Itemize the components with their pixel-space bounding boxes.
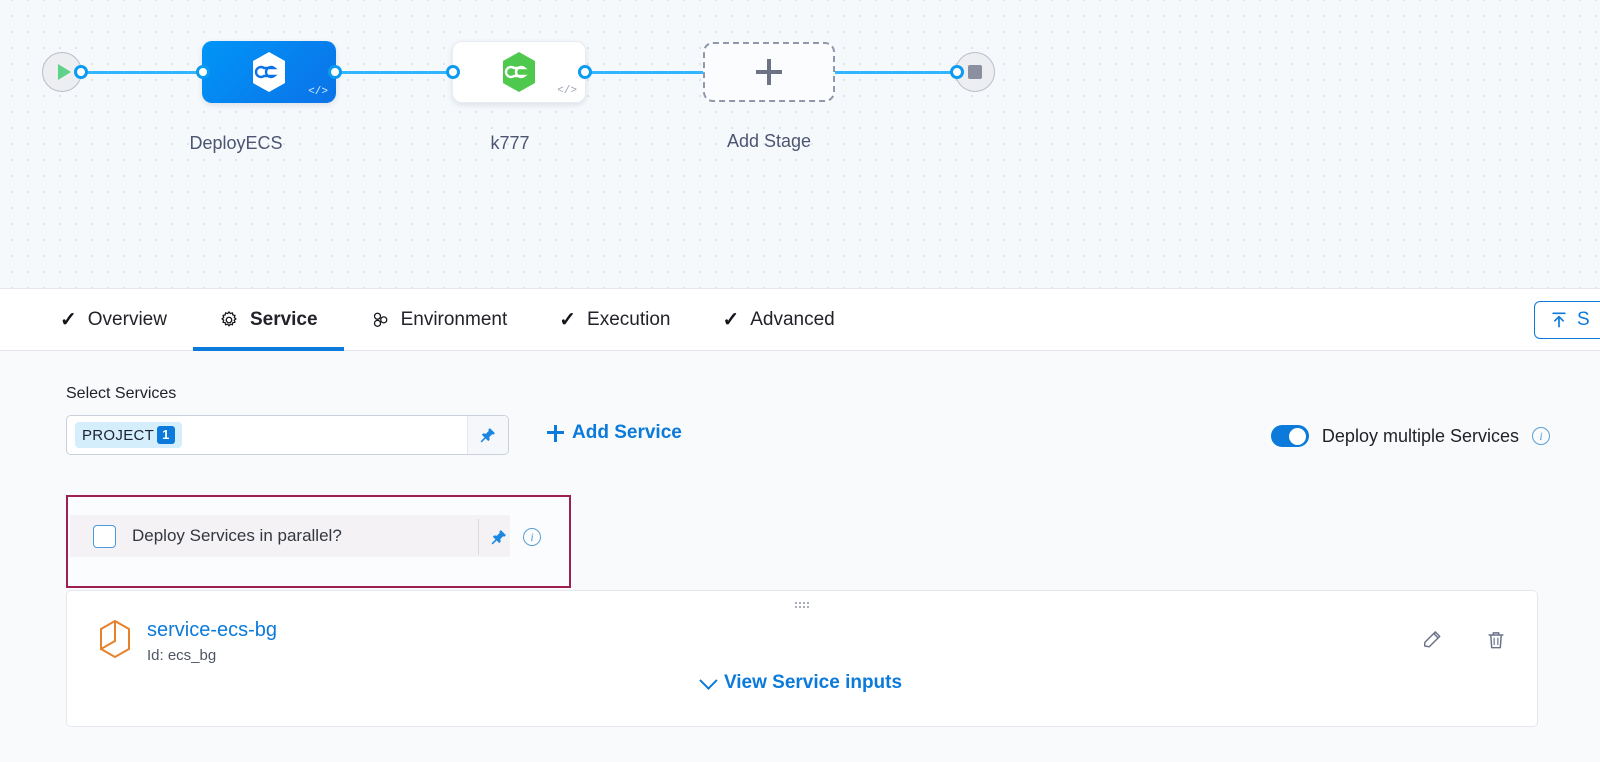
wire-segment — [578, 71, 708, 74]
save-button-label: S — [1577, 309, 1590, 331]
wire-segment — [76, 71, 210, 74]
wire-segment — [828, 71, 960, 74]
tab-label: Execution — [587, 309, 670, 331]
plus-icon — [547, 425, 564, 442]
harness-hex-icon — [249, 50, 289, 94]
deploy-parallel-pin-button[interactable] — [478, 519, 518, 555]
tab-service[interactable]: Service — [193, 289, 344, 350]
add-service-label: Add Service — [572, 422, 682, 444]
stop-icon — [968, 65, 982, 79]
pin-icon — [479, 426, 497, 444]
view-service-inputs-toggle[interactable]: View Service inputs — [702, 672, 902, 694]
deploy-parallel-label: Deploy Services in parallel? — [132, 526, 342, 546]
check-icon: ✓ — [559, 310, 576, 330]
drag-handle-icon[interactable] — [795, 602, 809, 608]
check-icon: ✓ — [722, 310, 739, 330]
service-select[interactable]: PROJECT 1 — [66, 415, 509, 455]
service-card-actions — [1421, 629, 1507, 651]
check-icon: ✓ — [60, 310, 77, 330]
stage-node-deployecs[interactable]: </> — [202, 41, 336, 103]
pencil-icon[interactable] — [1421, 629, 1443, 651]
toggle-knob — [1289, 428, 1306, 445]
plus-icon — [756, 59, 782, 85]
stage-config-tabbar: ✓ Overview Service Environment ✓ Executi… — [0, 289, 1600, 351]
stage-label-k777: k777 — [410, 133, 610, 154]
deploy-parallel-info-icon[interactable]: i — [523, 528, 541, 546]
deploy-parallel-row[interactable]: Deploy Services in parallel? — [70, 515, 510, 557]
upload-icon — [1549, 310, 1569, 330]
service-card: service-ecs-bg Id: ecs_bg View Service i… — [66, 590, 1538, 727]
pipeline-canvas[interactable]: </> DeployECS </> k777 Add Stage — [0, 0, 1600, 289]
stage-code-glyph[interactable]: </> — [308, 86, 328, 98]
tab-overview[interactable]: ✓ Overview — [34, 289, 193, 350]
deploy-parallel-checkbox[interactable] — [93, 525, 116, 548]
connector-dot[interactable] — [74, 65, 88, 79]
tab-environment[interactable]: Environment — [344, 289, 534, 350]
add-stage-button[interactable] — [703, 42, 835, 102]
info-icon[interactable]: i — [1532, 427, 1550, 445]
connector-dot[interactable] — [196, 65, 210, 79]
chip-count-badge: 1 — [157, 426, 175, 444]
connector-dot[interactable] — [950, 65, 964, 79]
stage-code-glyph[interactable]: </> — [557, 85, 577, 97]
stage-label-deployecs: DeployECS — [136, 133, 336, 154]
deploy-multiple-services-toggle[interactable] — [1271, 425, 1309, 447]
select-pin-button[interactable] — [467, 416, 508, 454]
connector-dot[interactable] — [578, 65, 592, 79]
service-id-text: Id: ecs_bg — [147, 647, 277, 664]
save-button[interactable]: S — [1534, 301, 1600, 339]
service-identity: service-ecs-bg Id: ecs_bg — [97, 619, 277, 664]
deploy-multiple-services-row: Deploy multiple Services i — [1271, 425, 1550, 447]
deploy-multiple-services-label: Deploy multiple Services — [1322, 426, 1519, 447]
service-hex-icon — [97, 619, 133, 659]
chip-label: PROJECT — [82, 427, 154, 444]
project-scope-chip[interactable]: PROJECT 1 — [75, 422, 182, 448]
add-stage-label: Add Stage — [669, 131, 869, 152]
tab-execution[interactable]: ✓ Execution — [533, 289, 696, 350]
chevron-down-icon — [699, 671, 717, 689]
trash-icon[interactable] — [1485, 629, 1507, 651]
tab-label: Overview — [88, 309, 167, 331]
wire-segment — [328, 71, 462, 74]
add-service-button[interactable]: Add Service — [547, 422, 682, 444]
deploy-parallel-highlight-region: Deploy Services in parallel? i — [66, 495, 571, 588]
harness-hex-green-icon — [499, 50, 539, 94]
tab-advanced[interactable]: ✓ Advanced — [696, 289, 860, 350]
service-name-link[interactable]: service-ecs-bg — [147, 619, 277, 641]
pin-icon — [490, 528, 508, 546]
service-select-field[interactable]: PROJECT 1 — [67, 416, 467, 454]
tab-label: Advanced — [750, 309, 835, 331]
view-service-inputs-label: View Service inputs — [724, 672, 902, 694]
tab-label: Service — [250, 309, 318, 331]
connector-dot[interactable] — [328, 65, 342, 79]
tab-label: Environment — [401, 309, 508, 331]
play-icon — [58, 64, 71, 80]
select-services-label: Select Services — [66, 385, 1600, 403]
environment-icon — [370, 310, 390, 330]
connector-dot[interactable] — [446, 65, 460, 79]
stage-node-k777[interactable]: </> — [452, 41, 586, 103]
gear-icon — [219, 310, 239, 330]
